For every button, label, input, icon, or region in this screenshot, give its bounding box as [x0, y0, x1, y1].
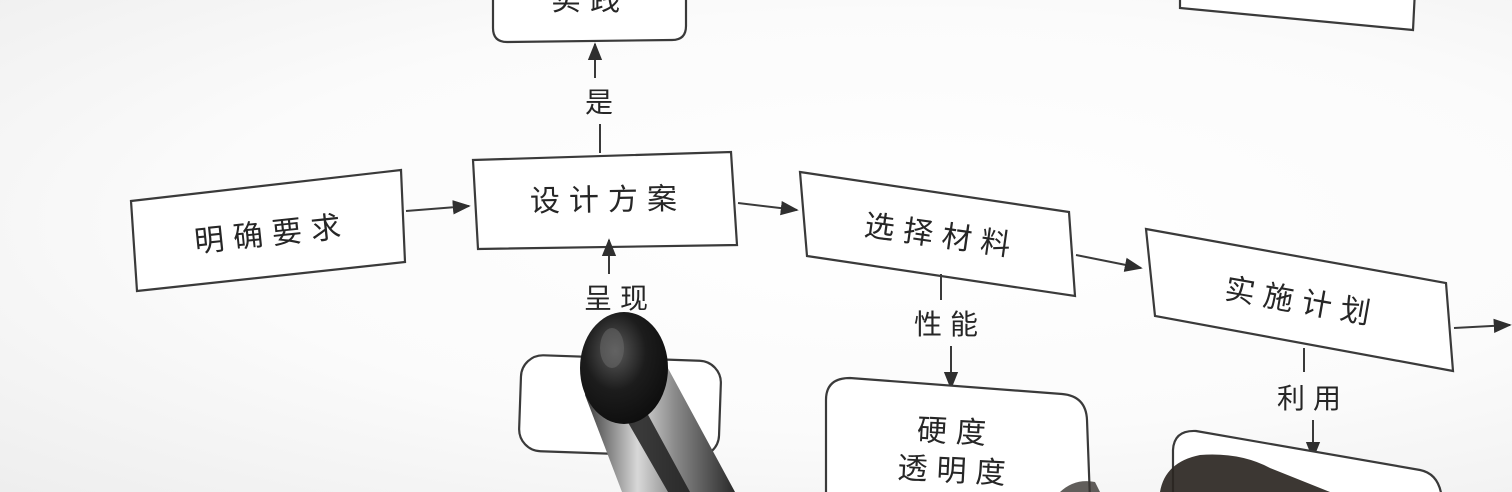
- implement-next-arrow: [1453, 318, 1512, 334]
- shadow-smudge: [1160, 454, 1330, 492]
- performance-edge-label: 性能: [914, 308, 986, 341]
- design-to-materials-arrow: [737, 200, 799, 216]
- pen-tip: [580, 312, 668, 424]
- top-right-node-box: [1178, 0, 1416, 32]
- use-edge-label: 利用: [1277, 382, 1349, 415]
- property-label-2: 透明度: [897, 451, 1016, 492]
- design-node-label: 设计方案: [530, 182, 687, 220]
- implement-node-box: [1144, 227, 1455, 373]
- requirement-node-box: [129, 168, 407, 293]
- pen-tip-highlight: [600, 328, 624, 368]
- properties-node-box: [824, 376, 1091, 492]
- shadow-smudge-small: [1060, 481, 1100, 492]
- design-node-box: [471, 150, 739, 251]
- present-edge-label: 呈现: [584, 282, 656, 315]
- top-node-box: [491, 0, 688, 44]
- materials-node-box: [798, 170, 1077, 298]
- top-node-label: 实践: [551, 0, 629, 18]
- pen-object: [580, 312, 735, 492]
- materials-to-implement-arrow: [1075, 254, 1143, 272]
- requirement-to-design-arrow: [405, 200, 471, 215]
- yes-edge-label: 是: [585, 86, 621, 119]
- property-label-1: 硬度: [916, 413, 996, 452]
- pen-stripe: [622, 400, 690, 492]
